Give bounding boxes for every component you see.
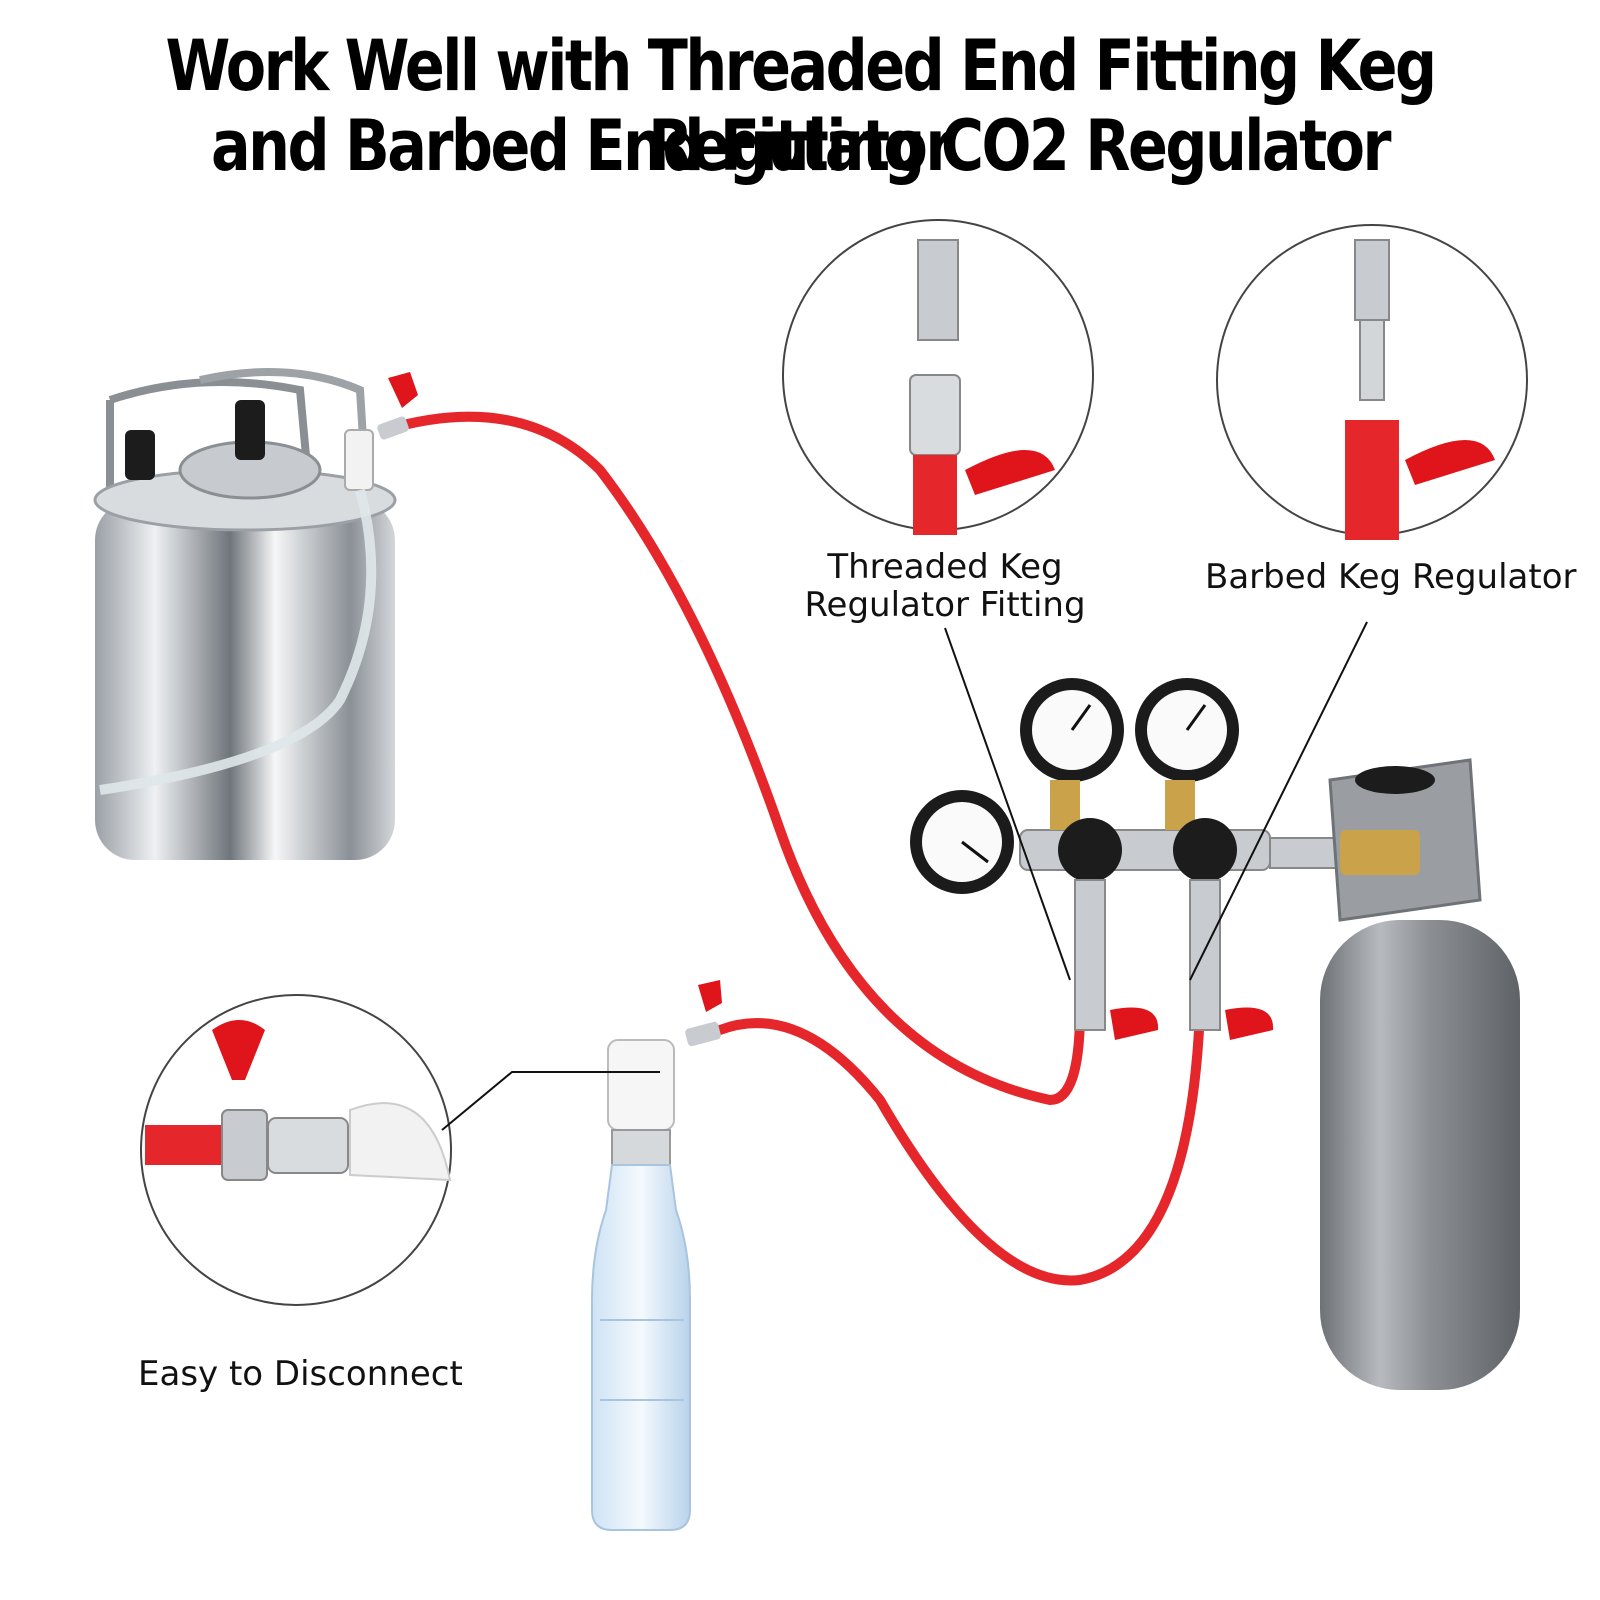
beverage-line (99, 488, 377, 795)
gas-disconnect-white (344, 429, 374, 491)
callout-label-threaded: Threaded Keg Regulator Fitting (800, 548, 1090, 624)
callout-threaded-fitting (782, 219, 1094, 535)
callout-easy-disconnect (140, 994, 452, 1306)
adjust-knob-left (1058, 818, 1122, 882)
gauge-low-pressure-right (1135, 678, 1239, 782)
leader-line-threaded (944, 627, 1071, 981)
keg-post-right (235, 400, 265, 460)
headline-line-1: Work Well with Threaded End Fitting Keg … (165, 25, 1437, 187)
tank-valve (1340, 830, 1420, 875)
gas-hose-bottle (715, 1005, 1205, 1286)
gauge-high-pressure (910, 790, 1014, 894)
ball-lock-disconnect (607, 1039, 675, 1131)
dual-regulator-image (910, 678, 1341, 1040)
plastic-bottle (591, 1164, 691, 1531)
keg-image (93, 368, 397, 860)
headline-line-2: and Barbed End Fitting CO2 Regulator (210, 105, 1392, 187)
gas-hose-keg (380, 411, 1085, 1106)
keg-body (95, 500, 395, 860)
callout-label-threaded-line-2: Regulator Fitting (804, 585, 1086, 625)
leader-line-easy (441, 1071, 660, 1131)
adjust-knob-right (1173, 818, 1237, 882)
callout-barbed-fitting (1216, 224, 1528, 540)
callout-label-threaded-line-1: Threaded Keg (827, 547, 1063, 587)
keg-post-left (125, 430, 155, 480)
leader-line-barbed (1189, 621, 1368, 981)
keg-shutoff-valve (377, 372, 418, 440)
bottle-image (591, 980, 722, 1531)
callout-label-easy: Easy to Disconnect (138, 1354, 463, 1394)
co2-cylinder (1320, 920, 1520, 1390)
callout-label-barbed: Barbed Keg Regulator (1205, 557, 1577, 597)
gauge-low-pressure-left (1020, 678, 1124, 782)
co2-tank-image (1320, 758, 1520, 1390)
